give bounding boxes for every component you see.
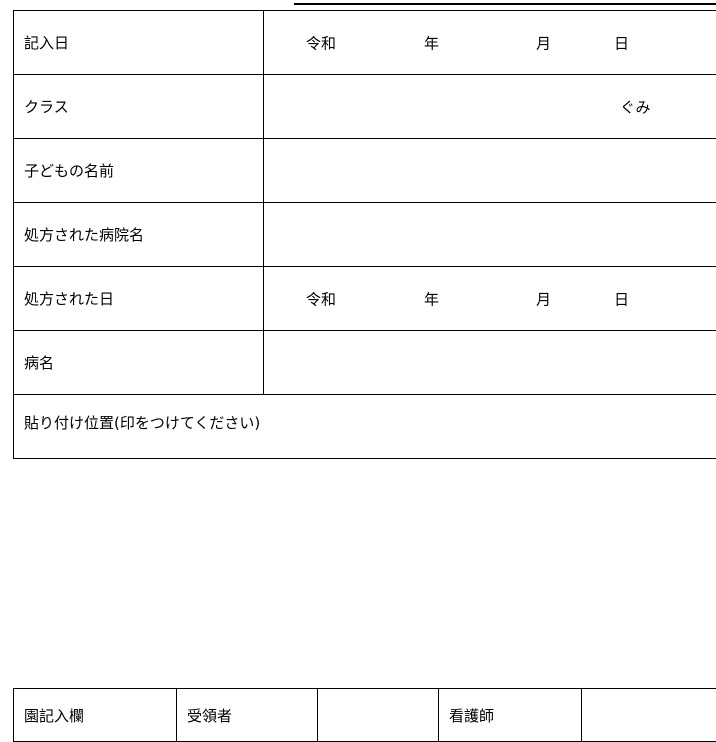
- prescription-date-era: 令和: [306, 288, 336, 309]
- form-row-prescription-date: 処方された日 令和 年 月 日: [14, 267, 716, 331]
- child-name-label: 子どもの名前: [14, 139, 264, 203]
- staff-entry-table: 園記入欄 受領者 看護師: [13, 688, 716, 742]
- back-body-diagram[interactable]: [394, 447, 654, 459]
- staff-entry-row: 園記入欄 受領者 看護師: [14, 689, 716, 742]
- entry-date-year: 年: [424, 32, 439, 53]
- illness-label: 病名: [14, 331, 264, 395]
- medication-form-table: 記入日 令和 年 月 日 クラス ぐみ 子どもの名前 処方された病院名 処方され…: [13, 10, 716, 459]
- entry-date-label: 記入日: [14, 11, 264, 75]
- child-name-field[interactable]: [264, 139, 716, 203]
- form-row-child-name: 子どもの名前: [14, 139, 716, 203]
- front-body-diagram[interactable]: [54, 447, 314, 459]
- illness-field[interactable]: [264, 331, 716, 395]
- application-position-title: 貼り付け位置(印をつけてください): [24, 412, 260, 433]
- entry-date-month: 月: [536, 32, 551, 53]
- class-label: クラス: [14, 75, 264, 139]
- school-entry-label: 園記入欄: [14, 689, 177, 742]
- application-position-cell: 貼り付け位置(印をつけてください) 前 後: [14, 395, 716, 459]
- top-rule: [294, 3, 716, 5]
- form-row-illness: 病名: [14, 331, 716, 395]
- nurse-field[interactable]: [582, 689, 716, 742]
- form-row-entry-date: 記入日 令和 年 月 日: [14, 11, 716, 75]
- form-row-hospital: 処方された病院名: [14, 203, 716, 267]
- class-field[interactable]: ぐみ: [264, 75, 716, 139]
- entry-date-field[interactable]: 令和 年 月 日: [264, 11, 716, 75]
- receiver-field[interactable]: [318, 689, 439, 742]
- prescription-date-day: 日: [614, 288, 629, 309]
- form-row-figure: 貼り付け位置(印をつけてください) 前 後: [14, 395, 716, 459]
- prescription-date-year: 年: [424, 288, 439, 309]
- prescription-date-field[interactable]: 令和 年 月 日: [264, 267, 716, 331]
- form-row-class: クラス ぐみ: [14, 75, 716, 139]
- nurse-label: 看護師: [439, 689, 582, 742]
- entry-date-era: 令和: [306, 32, 336, 53]
- receiver-label: 受領者: [177, 689, 318, 742]
- prescription-date-month: 月: [536, 288, 551, 309]
- entry-date-day: 日: [614, 32, 629, 53]
- prescription-date-label: 処方された日: [14, 267, 264, 331]
- hospital-field[interactable]: [264, 203, 716, 267]
- hospital-label: 処方された病院名: [14, 203, 264, 267]
- class-suffix: ぐみ: [620, 96, 650, 117]
